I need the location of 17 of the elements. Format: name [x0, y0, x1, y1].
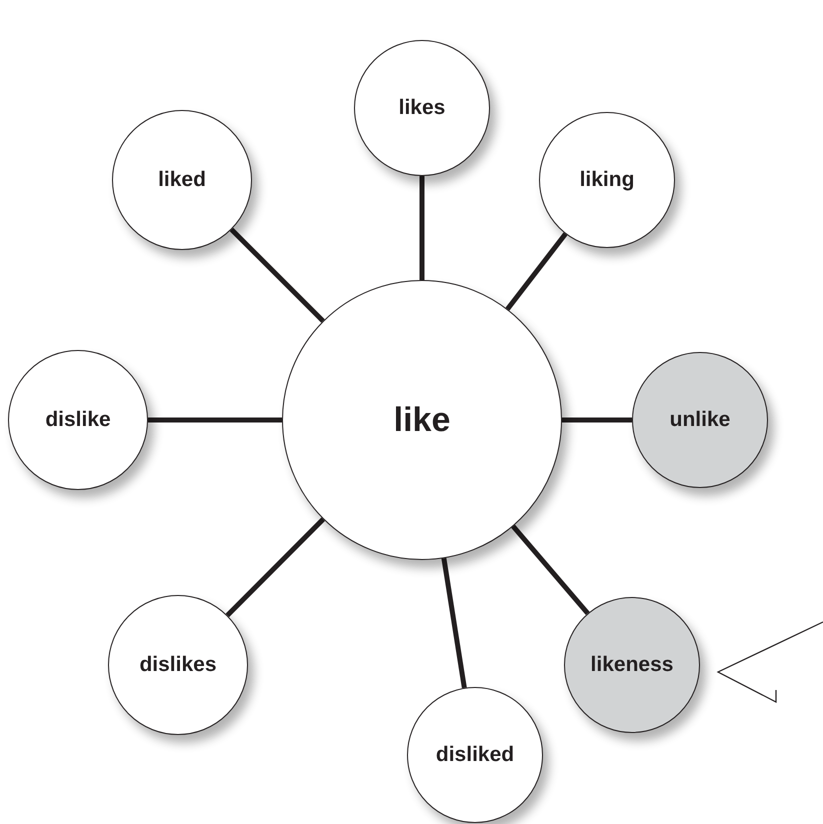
word-label: dislikes [139, 652, 217, 678]
connector-line [148, 418, 282, 422]
connector-line [441, 558, 467, 688]
word-label: like [394, 400, 450, 441]
connector-line [420, 176, 424, 280]
connector-line [511, 524, 590, 615]
word-label: unlike [670, 406, 730, 433]
connector-line [230, 228, 325, 323]
word-label: liking [580, 166, 634, 193]
connector-line [506, 232, 568, 311]
word-label: likeness [590, 652, 674, 678]
word-label: disliked [436, 742, 514, 768]
word-label: dislike [45, 406, 111, 433]
connector-line [562, 418, 632, 422]
word-label: likes [398, 94, 446, 121]
connector-line [226, 517, 325, 618]
word-label: liked [158, 166, 206, 193]
